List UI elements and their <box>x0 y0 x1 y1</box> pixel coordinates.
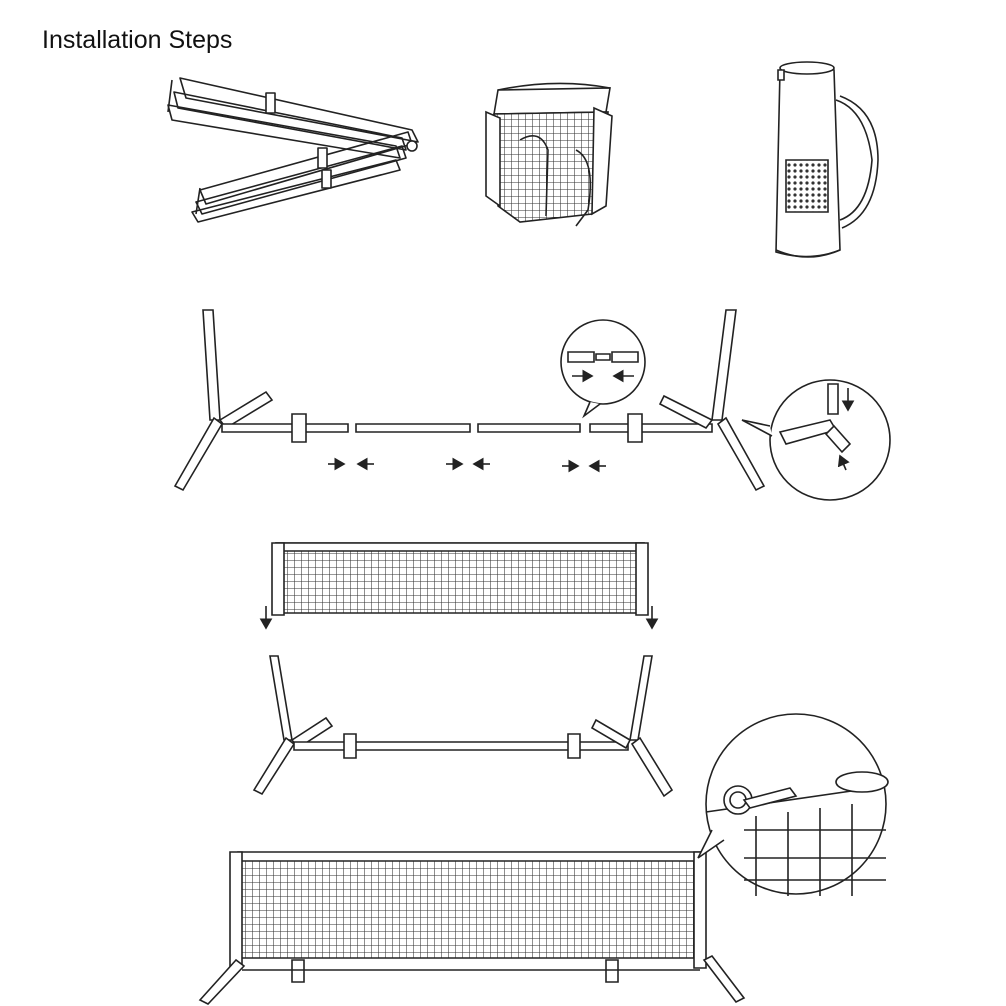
folded-frame-illustration <box>168 78 418 222</box>
folded-net-illustration <box>486 83 612 226</box>
net-lowering-illustration <box>259 543 659 630</box>
leg-joint-detail-callout <box>742 380 890 500</box>
net-clip-detail-callout <box>698 714 888 896</box>
frame-assembly-illustration <box>175 310 764 490</box>
carry-bag-illustration <box>776 62 878 257</box>
page-title: Installation Steps <box>42 26 233 54</box>
assembled-net-illustration <box>200 852 744 1004</box>
connector-detail-callout <box>561 320 645 416</box>
frame-ready-illustration <box>254 656 672 796</box>
